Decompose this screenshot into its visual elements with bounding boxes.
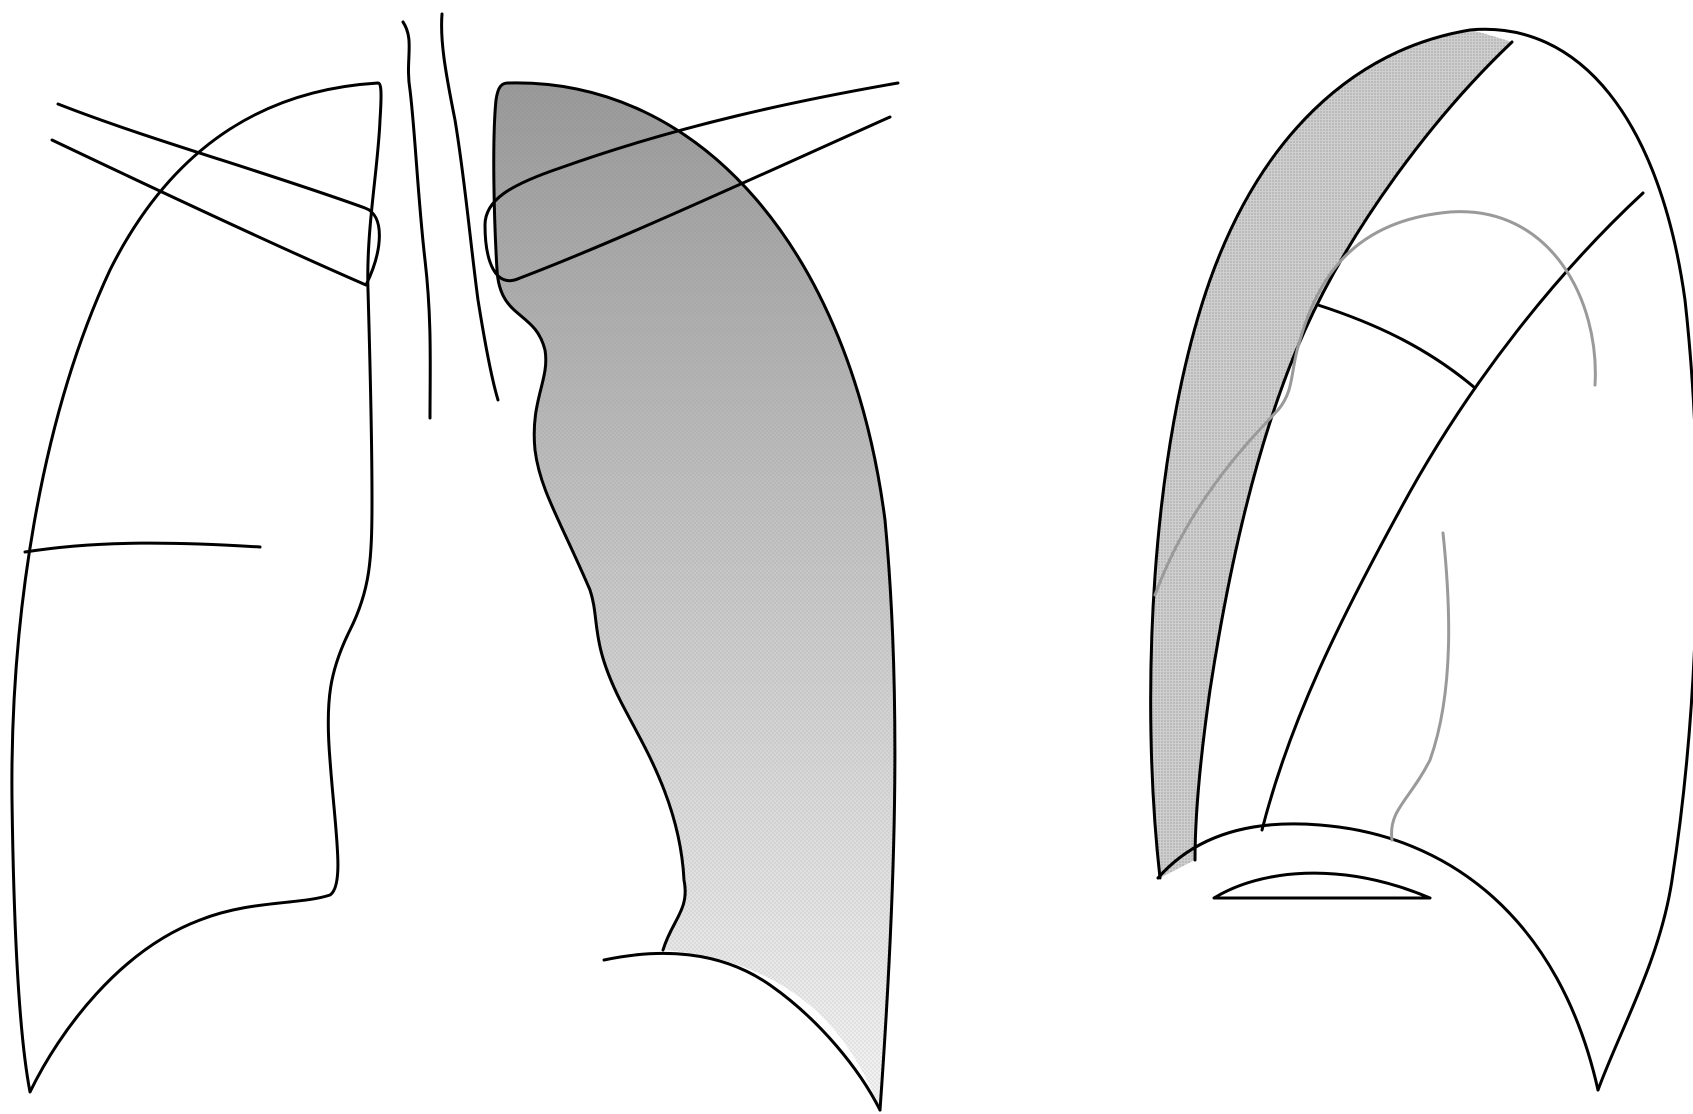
right-lung-outline bbox=[12, 83, 381, 1092]
lateral-view bbox=[1151, 29, 1693, 1090]
collapsed-lobe-band bbox=[1151, 30, 1512, 878]
displacement-arrow bbox=[1318, 305, 1475, 388]
trachea-right-wall bbox=[403, 22, 430, 418]
horizontal-fissure bbox=[25, 543, 260, 552]
gastric-air-bubble bbox=[1214, 873, 1430, 898]
lateral-hemidiaphragm bbox=[1158, 824, 1598, 1090]
right-clavicle bbox=[52, 104, 379, 285]
normal-fissure-position-lower bbox=[1392, 533, 1449, 840]
frontal-view bbox=[12, 14, 898, 1110]
